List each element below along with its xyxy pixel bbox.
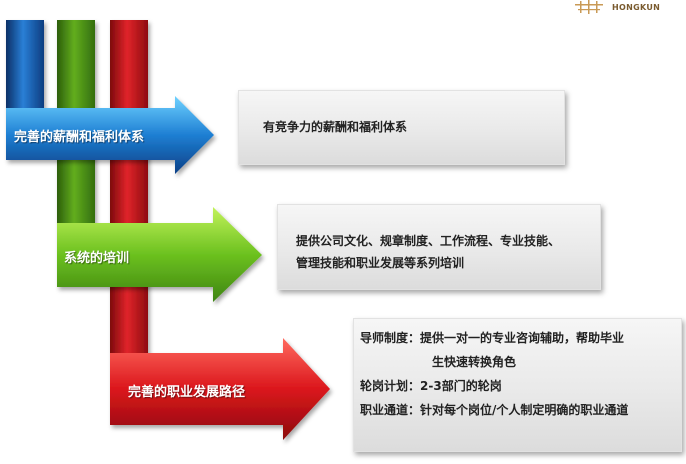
tier-2-description-box: 提供公司文化、规章制度、工作流程、专业技能、 管理技能和职业发展等系列培训 [277,204,601,290]
red-arrow-head [110,338,330,440]
tier-3-item: 导师制度：提供一对一的专业咨询辅助，帮助毕业 [360,329,624,346]
tier-2-description-line-2: 管理技能和职业发展等系列培训 [296,256,465,270]
tier-3-description-box: 导师制度：提供一对一的专业咨询辅助，帮助毕业 生快速转换角色 轮岗计划：2-3部… [353,318,682,452]
item-term: 导师制度 [360,331,409,345]
tier-3-item: 职业通道：针对每个岗位/个人制定明确的职业通道 [360,401,628,418]
tier-3-label: 完善的职业发展路径 [128,385,246,400]
item-term: 轮岗计划 [360,379,409,393]
blue-arrow [6,20,214,174]
tier-2-label: 系统的培训 [64,251,130,266]
logo: HONGKUN [572,0,682,18]
item-term: 职业通道 [360,403,409,417]
tier-2-description-line-1: 提供公司文化、规章制度、工作流程、专业技能、 [296,234,561,248]
green-arrow-head [57,207,262,302]
tier-3-item: 生快速转换角色 [432,353,516,370]
item-text: ：2-3部门的轮岗 [408,379,502,393]
hongkun-logo-icon [575,0,603,14]
item-text: ：针对每个岗位/个人制定明确的职业通道 [408,403,629,417]
tier-1-description-box: 有竞争力的薪酬和福利体系 [238,90,565,165]
logo-text: HONGKUN [612,3,661,12]
red-arrow-stem [110,20,148,390]
blue-arrow-head [6,96,214,174]
red-arrow [110,20,330,440]
tier-1-label: 完善的薪酬和福利体系 [14,130,145,145]
tier-3-item: 轮岗计划：2-3部门的轮岗 [360,377,502,394]
tier-1-description: 有竞争力的薪酬和福利体系 [263,120,408,134]
item-text: 生快速转换角色 [432,355,517,369]
item-text: ：提供一对一的专业咨询辅助，帮助毕业 [408,331,625,345]
